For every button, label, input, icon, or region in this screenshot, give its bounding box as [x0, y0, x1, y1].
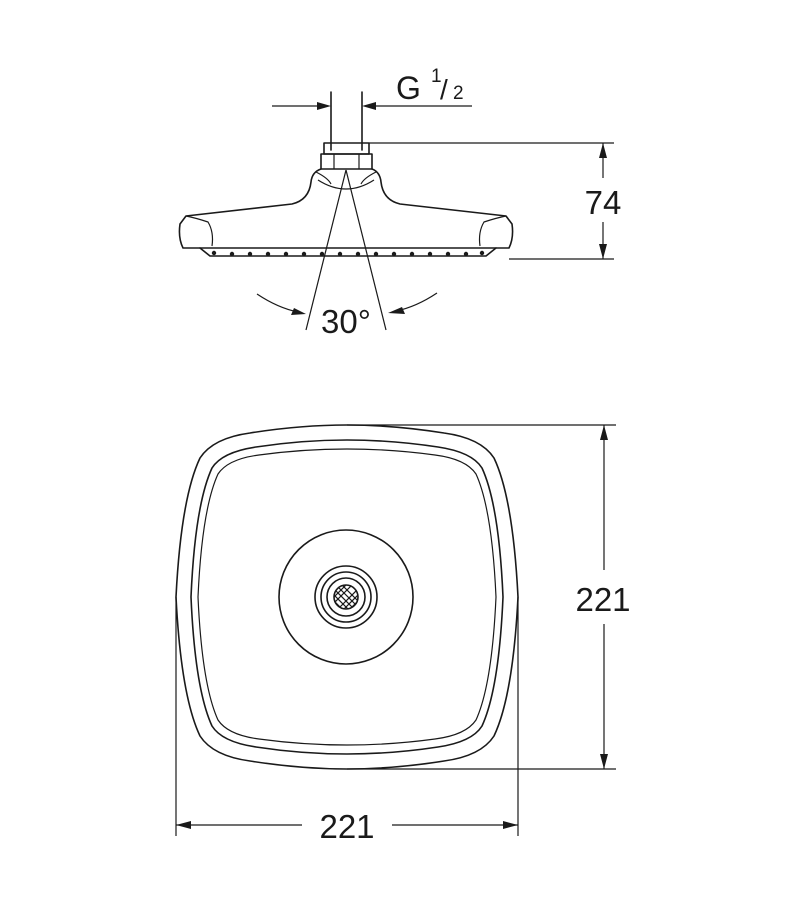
thread-denominator: 2 — [453, 83, 464, 104]
height-value-221: 221 — [575, 581, 630, 618]
thread-numerator: 1 — [431, 66, 442, 87]
shower-head-profile — [178, 168, 514, 257]
thread-label: G — [396, 70, 421, 106]
head-inner-outline — [190, 439, 504, 755]
pipe-stem — [320, 91, 373, 170]
side-view: G 1 / 2 74 30° — [178, 66, 622, 340]
connector-ring-outer — [314, 565, 378, 629]
head-face-contour — [197, 448, 497, 746]
connector-mesh — [334, 585, 358, 609]
height-value-74: 74 — [585, 184, 622, 221]
top-view: 221 221 — [175, 424, 631, 845]
connector-ring-inner — [326, 577, 366, 617]
thread-slash: / — [440, 74, 448, 105]
height-dimension-74: 74 — [369, 142, 622, 260]
width-dimension-221: 221 — [175, 597, 519, 845]
ball-joint-arc — [317, 179, 375, 190]
connector-ring-mid — [320, 571, 372, 623]
head-outer-outline — [175, 424, 519, 770]
tilt-angle-value: 30° — [321, 303, 371, 340]
center-disc — [278, 529, 414, 665]
nozzle-row — [211, 250, 485, 257]
height-dimension-221: 221 — [347, 424, 631, 770]
width-value-221: 221 — [319, 808, 374, 845]
tilt-angle: 30° — [256, 169, 438, 340]
thread-dimension: G 1 / 2 — [272, 66, 472, 110]
